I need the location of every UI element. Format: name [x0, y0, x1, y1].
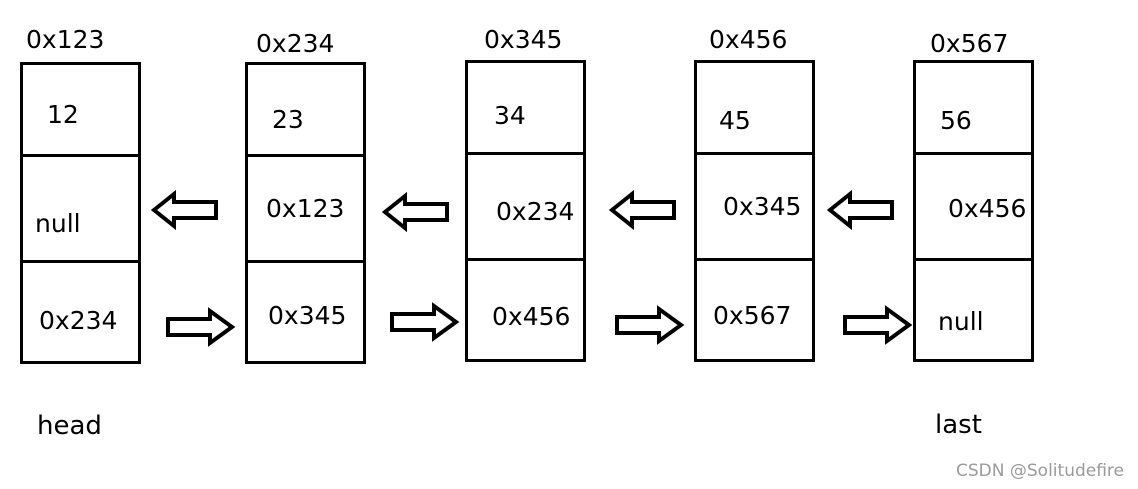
node-prev-value: 0x345	[723, 192, 802, 221]
node-next-cell: 0x567	[697, 258, 812, 359]
node-address-4: 0x456	[709, 25, 788, 54]
node-next-cell: 0x234	[23, 260, 138, 361]
right-hollow-arrow-icon	[615, 305, 685, 345]
last-label: last	[935, 410, 982, 440]
node-address-5: 0x567	[930, 29, 1009, 58]
node-prev-value: 0x123	[266, 194, 345, 223]
node-address-3: 0x345	[484, 25, 563, 54]
right-hollow-arrow-icon	[166, 307, 236, 347]
node-data-cell: 56	[916, 63, 1031, 152]
node-next-cell: 0x456	[468, 258, 583, 359]
node-next-cell: 0x345	[248, 260, 363, 361]
node-address-1: 0x123	[26, 25, 105, 54]
node-data-cell: 34	[468, 63, 583, 152]
node-data-cell: 12	[23, 65, 138, 154]
node-prev-value: 0x234	[496, 197, 575, 226]
node-next-cell: null	[916, 258, 1031, 359]
list-node-5: 56 0x456 null	[913, 60, 1034, 362]
node-data-value: 45	[719, 106, 751, 135]
node-next-value: 0x456	[492, 302, 571, 331]
node-next-value: null	[938, 307, 984, 336]
list-node-4: 45 0x345 0x567	[694, 60, 815, 362]
left-hollow-arrow-icon	[381, 191, 449, 233]
head-label: head	[37, 411, 102, 441]
node-prev-cell: null	[23, 154, 138, 260]
node-prev-cell: 0x123	[248, 154, 363, 260]
node-address-2: 0x234	[256, 29, 335, 58]
node-next-value: 0x234	[39, 306, 118, 335]
node-next-value: 0x345	[268, 301, 347, 330]
left-hollow-arrow-icon	[826, 189, 894, 231]
node-data-value: 23	[272, 105, 304, 134]
watermark: CSDN @Solitudefire	[956, 461, 1124, 481]
node-data-cell: 23	[248, 65, 363, 154]
node-prev-value: null	[35, 209, 81, 238]
node-next-value: 0x567	[713, 301, 792, 330]
node-data-value: 12	[47, 100, 79, 129]
left-hollow-arrow-icon	[150, 189, 218, 231]
list-node-3: 34 0x234 0x456	[465, 60, 586, 362]
right-hollow-arrow-icon	[390, 302, 460, 342]
node-data-cell: 45	[697, 63, 812, 152]
node-prev-cell: 0x234	[468, 152, 583, 258]
node-prev-cell: 0x456	[916, 152, 1031, 258]
node-data-value: 56	[940, 106, 972, 135]
right-hollow-arrow-icon	[843, 305, 913, 345]
node-prev-cell: 0x345	[697, 152, 812, 258]
list-node-1: 12 null 0x234	[20, 62, 141, 364]
list-node-2: 23 0x123 0x345	[245, 62, 366, 364]
left-hollow-arrow-icon	[608, 189, 676, 231]
node-data-value: 34	[494, 101, 526, 130]
node-prev-value: 0x456	[948, 194, 1027, 223]
